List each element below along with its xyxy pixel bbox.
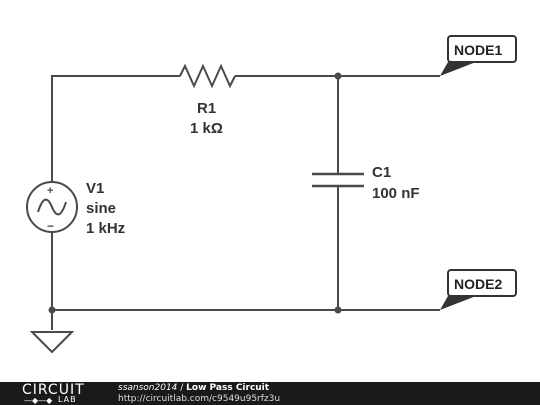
schematic: + − R1 1 kΩ C1 100 nF V1 sine 1 kHz NODE… — [26, 35, 517, 354]
node2-tag: NODE2 — [440, 269, 517, 310]
c1-name-label: C1 — [372, 164, 391, 181]
node2-label: NODE2 — [454, 276, 502, 292]
node1-label: NODE1 — [454, 42, 502, 58]
v1-type-label: sine — [86, 200, 116, 217]
ground-icon — [29, 331, 75, 354]
footer-credit: ssanson2014 / Low Pass Circuit — [118, 383, 269, 393]
resistor-r1-symbol — [179, 63, 236, 89]
footer-separator: / — [177, 383, 187, 393]
circuitlab-logo-top[interactable]: CIRCUIT — [22, 382, 85, 398]
circuit-title[interactable]: Low Pass Circuit — [186, 383, 270, 393]
junction-ground — [48, 306, 56, 314]
wire-v1-to-r1 — [51, 75, 180, 182]
r1-name-label: R1 — [197, 100, 216, 117]
circuitlab-logo-bottom[interactable]: LAB — [58, 395, 77, 404]
c1-value-label: 100 nF — [372, 185, 420, 202]
r1-value-label: 1 kΩ — [190, 120, 223, 137]
logo-wire-icon: —◆—◆ — [24, 396, 53, 405]
author-link[interactable]: ssanson2014 — [118, 383, 178, 393]
circuit-url-link[interactable]: http://circuitlab.com/c9549u95rfz3u — [118, 394, 281, 404]
footer-bar: CIRCUIT —◆—◆ LAB ssanson2014 / Low Pass … — [0, 382, 540, 405]
node1-tag: NODE1 — [440, 35, 517, 76]
sine-source-icon: + − — [26, 181, 78, 233]
v1-name-label: V1 — [86, 180, 104, 197]
svg-text:−: − — [47, 219, 54, 233]
v1-freq-label: 1 kHz — [86, 220, 125, 237]
svg-text:+: + — [47, 185, 53, 197]
